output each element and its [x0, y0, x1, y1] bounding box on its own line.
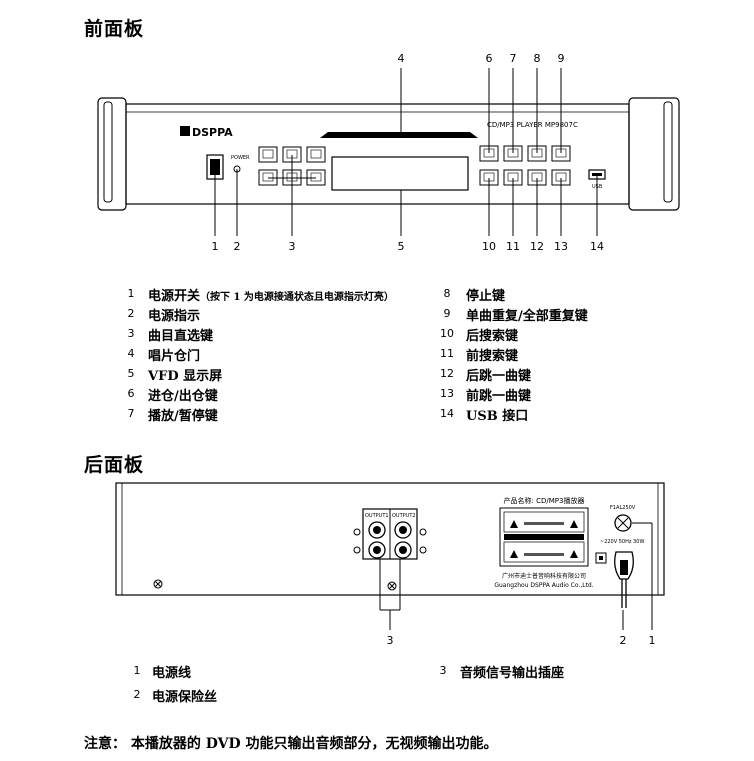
- legend-item: 音频信号输出插座: [460, 666, 565, 681]
- callout-5: 5: [398, 240, 405, 253]
- power-spec-label: ~220V 50Hz 30W: [600, 539, 644, 545]
- legend-item: 电源线: [152, 666, 192, 681]
- warning-label-plate: [499, 507, 589, 567]
- warning-icon: [510, 550, 518, 558]
- vfd-display: [331, 156, 469, 191]
- power-switch-rocker: [210, 159, 220, 175]
- ground-terminal: [595, 552, 607, 564]
- legend-item: 前搜索键: [466, 349, 519, 364]
- legend-item: 唱片仓门: [148, 349, 201, 364]
- front-panel-body: [125, 103, 630, 205]
- callout-7: 7: [510, 52, 517, 65]
- callout-3: 3: [289, 240, 296, 253]
- callout-14: 14: [590, 240, 604, 253]
- right-rack-slot: [663, 101, 673, 203]
- legend-item: 曲目直选键: [148, 329, 214, 344]
- front-panel-diagram: DSPPA POWER CD/MP3 PLAYER MP9807C: [97, 52, 680, 253]
- callout-12: 12: [530, 240, 544, 253]
- callout-10: 10: [482, 240, 496, 253]
- fuse-label: F1AL250V: [610, 505, 636, 511]
- warning-icon: [510, 520, 518, 528]
- rear-panel-diagram: OUTPUT1 OUTPUT2 产品名称: CD/MP3播放器 广州市迪士普音响…: [115, 482, 665, 647]
- front-panel-title: 前面板: [84, 18, 145, 40]
- legend-item: 前跳一曲键: [466, 389, 532, 404]
- callout-8: 8: [534, 52, 541, 65]
- rear-callout-3: 3: [387, 634, 394, 647]
- product-name-label: 产品名称: CD/MP3播放器: [504, 496, 585, 505]
- rca-jacks: [368, 521, 412, 559]
- fuse-holder: [614, 514, 632, 532]
- callout-2: 2: [234, 240, 241, 253]
- legend-item: 停止键: [466, 289, 506, 304]
- legend-item: USB 接口: [466, 409, 529, 424]
- brand-logo: DSPPA: [192, 126, 233, 139]
- callout-6: 6: [486, 52, 493, 65]
- legend-item: 后跳一曲键: [466, 369, 532, 384]
- legend-item: 播放/暂停键: [148, 409, 218, 424]
- rear-panel-body: [115, 482, 665, 596]
- maker-en: Guangzhou DSPPA Audio Co.,Ltd.: [494, 582, 593, 589]
- callout-4: 4: [398, 52, 405, 65]
- legend-item: 电源保险丝: [152, 690, 218, 705]
- transport-buttons: [479, 145, 571, 186]
- rear-panel-title: 后面板: [84, 454, 145, 476]
- usage-note: 注意： 本播放器的 DVD 功能只输出音频部分，无视频输出功能。: [84, 736, 498, 752]
- brand-logo-mark: [180, 126, 190, 136]
- legend-item: 电源指示: [148, 309, 201, 324]
- legend-item: 进仓/出仓键: [148, 389, 218, 404]
- maker-cn: 广州市迪士普音响科技有限公司: [502, 572, 586, 580]
- output1-label: OUTPUT1: [365, 513, 389, 519]
- screw-icon: [387, 581, 397, 591]
- legend-item: 单曲重复/全部重复键: [466, 309, 588, 324]
- warning-icon: [570, 520, 578, 528]
- callout-1: 1: [212, 240, 219, 253]
- model-text: CD/MP3 PLAYER MP9807C: [487, 121, 578, 129]
- legend-item: 后搜索键: [466, 329, 519, 344]
- rear-callout-2: 2: [620, 634, 627, 647]
- legend-item: 电源开关（按下 1 为电源接通状态且电源指示灯亮）: [148, 289, 394, 304]
- callout-9: 9: [558, 52, 565, 65]
- power-cord-boot: [614, 551, 634, 580]
- legend-item: VFD 显示屏: [148, 369, 223, 384]
- output2-label: OUTPUT2: [392, 513, 416, 519]
- power-label: POWER: [231, 155, 250, 161]
- left-rack-slot: [103, 101, 113, 203]
- disc-tray-door: [320, 132, 478, 138]
- screw-icon: [153, 579, 163, 589]
- warning-icon: [570, 550, 578, 558]
- callout-13: 13: [554, 240, 568, 253]
- callout-11: 11: [506, 240, 520, 253]
- rear-callout-1: 1: [649, 634, 656, 647]
